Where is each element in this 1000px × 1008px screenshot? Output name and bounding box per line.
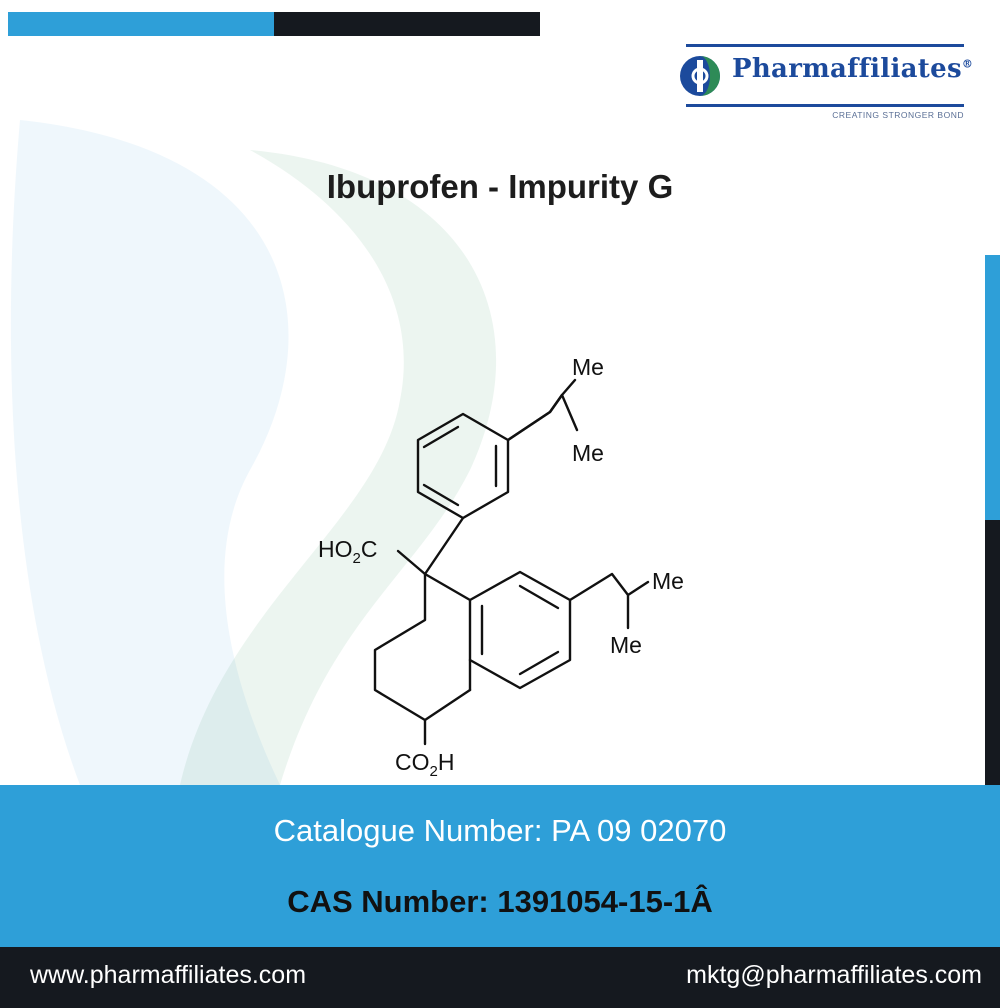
- label-me-mid-2: Me: [610, 632, 642, 658]
- pharmaffiliates-icon: [680, 56, 720, 96]
- watermark-logo: [10, 120, 497, 785]
- catalogue-number: Catalogue Number: PA 09 02070: [273, 813, 727, 848]
- brand-logo: Pharmaffiliates® CREATING STRONGER BOND: [676, 40, 976, 130]
- trademark-mark: ®: [961, 57, 974, 71]
- right-accent-bar-dark: [985, 520, 1000, 785]
- label-me-top-1: Me: [572, 354, 604, 380]
- logo-bottom-rule: [686, 104, 964, 107]
- label-me-top-2: Me: [572, 440, 604, 466]
- label-carboxyl-left: HO2C: [318, 536, 377, 567]
- top-accent-bar-blue: [8, 12, 274, 36]
- logo-top-rule: [686, 44, 964, 47]
- footer-bar: www.pharmaffiliates.com mktg@pharmaffili…: [0, 947, 1000, 1008]
- label-carboxyl-bottom: CO2H: [395, 749, 454, 780]
- cas-number: CAS Number: 1391054-15-1Â: [287, 884, 713, 919]
- top-accent-bar-dark: [274, 12, 540, 36]
- label-me-mid-1: Me: [652, 568, 684, 594]
- product-title: Ibuprofen - Impurity G: [326, 168, 674, 205]
- brand-name: Pharmaffiliates®: [732, 54, 973, 84]
- website-link[interactable]: www.pharmaffiliates.com: [30, 961, 307, 989]
- brand-name-text: Pharmaffiliates: [732, 54, 962, 84]
- chemical-structure: Me Me HO2C Me Me CO2H: [318, 354, 684, 780]
- info-band: [0, 785, 1000, 947]
- brand-tagline: CREATING STRONGER BOND: [832, 110, 964, 120]
- email-link[interactable]: mktg@pharmaffiliates.com: [686, 961, 982, 989]
- right-accent-bar-blue: [985, 255, 1000, 520]
